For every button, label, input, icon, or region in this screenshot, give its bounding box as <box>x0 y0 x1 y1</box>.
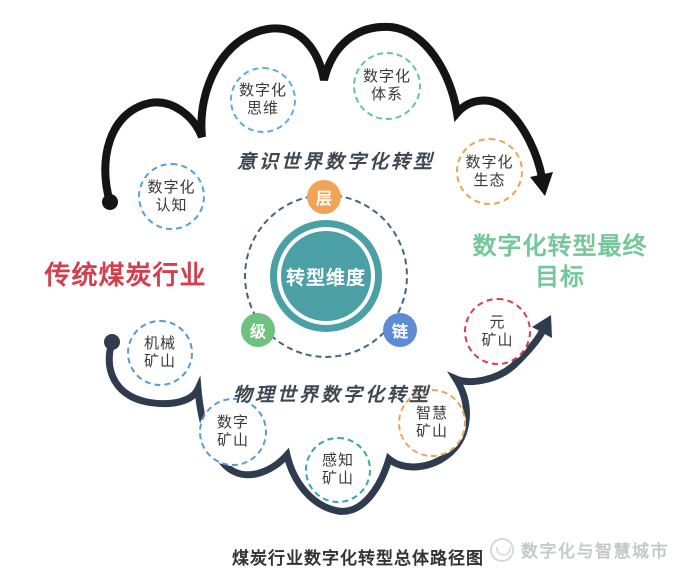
top-curve-start-dot <box>102 194 118 210</box>
node-label-line: 矿山 <box>321 470 354 487</box>
badge-chain: 链 <box>383 313 417 347</box>
right-title-final-goal: 数字化转型最终 目标 <box>465 231 655 293</box>
phrase-consciousness-world: 意识世界数字化转型 <box>236 151 435 173</box>
watermark-logo-icon <box>490 537 514 562</box>
left-title-traditional-coal: 传统煤炭行业 <box>44 260 207 290</box>
node-label-line: 感知 <box>321 452 354 469</box>
badge-chain-label: 链 <box>391 324 408 341</box>
node-label-line: 数字化 <box>465 153 514 171</box>
right-title-line2: 目标 <box>535 264 585 291</box>
node-label-line: 数字化 <box>362 68 411 85</box>
node-label-line: 体系 <box>370 86 403 103</box>
bottom-curve-arrow-icon <box>532 315 552 338</box>
node-label-line: 智慧 <box>415 405 448 422</box>
node-label-line: 思维 <box>246 100 279 117</box>
node-label-line: 数字 <box>216 414 249 431</box>
bottom-curve-start-dot <box>104 334 120 350</box>
watermark: 数字化与智慧城市 <box>490 537 669 562</box>
node-label-line: 矿山 <box>216 432 249 449</box>
right-title-line1: 数字化转型最终 <box>472 233 648 260</box>
node-label-line: 数字化 <box>238 82 287 99</box>
node-smart-mine: 智慧 矿山 <box>398 389 466 457</box>
badge-layer-label: 层 <box>315 191 332 208</box>
watermark-text: 数字化与智慧城市 <box>521 542 669 561</box>
badge-level-label: 级 <box>249 324 266 341</box>
badge-level: 级 <box>241 313 275 347</box>
node-label-line: 元 <box>489 313 506 331</box>
phrase-physical-world: 物理世界数字化转型 <box>232 384 431 406</box>
node-mechanical-mine: 机械 矿山 <box>127 320 193 386</box>
node-label-line: 矿山 <box>481 331 514 349</box>
node-meta-mine: 元 矿山 <box>464 298 531 365</box>
node-label-line: 生态 <box>473 171 506 189</box>
center-node-label: 转型维度 <box>285 267 366 289</box>
node-digital-thinking: 数字化 思维 <box>230 67 296 133</box>
node-label-line: 矿山 <box>415 423 448 440</box>
badge-layer: 层 <box>307 180 341 214</box>
node-digital-ecology: 数字化 生态 <box>456 138 523 205</box>
node-label-line: 机械 <box>143 335 176 352</box>
diagram-caption: 煤炭行业数字化转型总体路径图 <box>232 549 484 568</box>
node-perception-mine: 感知 矿山 <box>305 437 371 503</box>
node-digital-system: 数字化 体系 <box>353 52 421 120</box>
top-curve-arrow-icon <box>530 172 553 196</box>
node-digital-cognition: 数字化 认知 <box>138 163 205 230</box>
center-node: 转型维度 <box>277 227 375 325</box>
node-digital-mine: 数字 矿山 <box>199 398 267 466</box>
node-label-line: 数字化 <box>147 178 196 196</box>
node-label-line: 矿山 <box>143 353 176 370</box>
node-label-line: 认知 <box>155 196 188 214</box>
